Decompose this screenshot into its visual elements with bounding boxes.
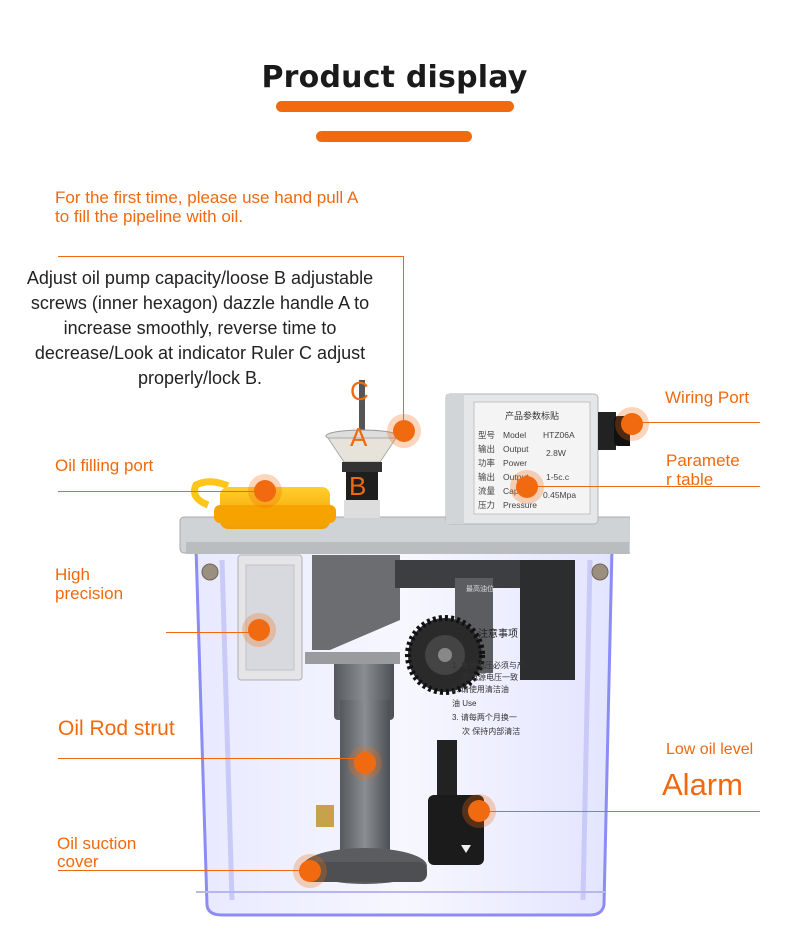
wiring-port-leader <box>642 422 760 423</box>
parameter-table-dot <box>516 476 538 498</box>
oil-pump-illustration: 产品参数标贴 型号 Model HTZ06A 输出 Output 2.8W 功率 Powe… <box>179 380 630 917</box>
svg-text:输出: 输出 <box>478 472 495 482</box>
svg-text:Power: Power <box>503 458 527 468</box>
title-underline-long <box>276 101 514 112</box>
alarm-label: Alarm <box>662 767 743 802</box>
svg-text:型号: 型号 <box>478 430 495 440</box>
svg-text:压力: 压力 <box>478 500 495 510</box>
high-precision-leader <box>166 632 260 633</box>
svg-text:1. 电源电压必须与产: 1. 电源电压必须与产 <box>452 660 525 670</box>
oil-rod-strut-dot <box>354 752 376 774</box>
svg-text:Pressure: Pressure <box>503 500 537 510</box>
svg-text:0.45Mpa: 0.45Mpa <box>543 490 576 500</box>
first-use-note: For the first time, please use hand pull… <box>55 188 358 226</box>
oil-rod-strut-leader <box>58 758 364 759</box>
first-use-leader <box>58 256 404 257</box>
svg-text:次 保持内部清洁: 次 保持内部清洁 <box>462 726 520 736</box>
wiring-port-dot <box>621 413 643 435</box>
svg-text:2.8W: 2.8W <box>546 448 566 458</box>
svg-text:产品参数标贴: 产品参数标贴 <box>505 410 559 421</box>
svg-text:油 Use: 油 Use <box>452 698 477 708</box>
svg-text:功率: 功率 <box>478 458 496 468</box>
title-underline-short <box>316 131 472 142</box>
oil-suction-cover-label-1: Oil suction <box>57 834 137 853</box>
first-use-leader-drop <box>403 256 404 420</box>
svg-text:Model: Model <box>503 430 526 440</box>
svg-text:流量: 流量 <box>478 486 496 496</box>
svg-text:最高油位: 最高油位 <box>466 584 494 593</box>
oil-suction-cover-label-2: cover <box>57 852 99 871</box>
page-title: Product display <box>261 60 528 95</box>
svg-text:Output: Output <box>503 472 529 482</box>
svg-text:Output: Output <box>503 444 529 454</box>
high-precision-dot <box>248 619 270 641</box>
svg-text:1-5c.c: 1-5c.c <box>546 472 570 482</box>
marker-a: A <box>350 422 368 452</box>
low-oil-level-label: Low oil level <box>666 741 754 758</box>
low-oil-alarm-leader <box>480 811 760 812</box>
svg-text:品电源电压一致: 品电源电压一致 <box>462 672 518 682</box>
svg-text:注意事项: 注意事项 <box>478 627 518 640</box>
marker-c: C <box>350 376 369 406</box>
parameter-table-label-2: r table <box>666 470 714 489</box>
svg-text:HTZ06A: HTZ06A <box>543 430 575 440</box>
high-precision-label-2: precision <box>55 584 124 603</box>
oil-suction-cover-dot <box>299 860 321 882</box>
oil-filling-port-leader <box>58 491 266 492</box>
oil-suction-cover-leader <box>58 870 310 871</box>
svg-text:2. 请使用清洁油: 2. 请使用清洁油 <box>452 684 509 694</box>
oil-rod-strut-label: Oil Rod strut <box>58 717 175 740</box>
parameter-table-label-1: Paramete <box>666 451 740 470</box>
adjust-instructions: Adjust oil pump capacity/loose B adjusta… <box>26 268 374 388</box>
marker-b: B <box>349 471 367 501</box>
parameter-table-leader <box>530 486 760 487</box>
wiring-port-label: Wiring Port <box>665 388 750 407</box>
oil-filling-port-label: Oil filling port <box>55 456 154 475</box>
high-precision-label-1: High <box>55 565 90 584</box>
handle-a-dot <box>393 420 415 442</box>
svg-text:输出: 输出 <box>478 444 495 454</box>
svg-text:3. 请每两个月换一: 3. 请每两个月换一 <box>452 712 517 722</box>
low-oil-alarm-dot <box>468 800 490 822</box>
